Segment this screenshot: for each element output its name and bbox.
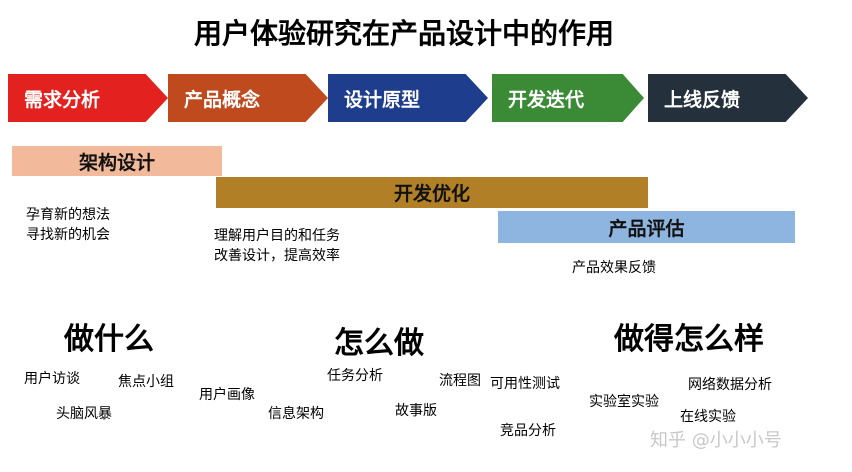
phase-label: 开发迭代 (508, 88, 585, 111)
note-middle: 理解用户目的和任务 改善设计，提高效率 (214, 226, 340, 266)
section-how: 怎么做 (334, 326, 424, 361)
note-line: 寻找新的机会 (26, 227, 110, 243)
bar-label: 架构设计 (78, 151, 155, 174)
method-web-analytics: 网络数据分析 (688, 377, 772, 393)
method-competitive-analysis: 竞品分析 (500, 423, 556, 439)
method-lab-experiment: 实验室实验 (589, 394, 659, 410)
method-task-analysis: 任务分析 (327, 368, 383, 384)
method-storyboard: 故事版 (395, 403, 437, 419)
bar-evaluation: 产品评估 (498, 211, 795, 243)
method-brainstorm: 头脑风暴 (56, 406, 112, 422)
phase-concept: 产品概念 (168, 74, 328, 122)
bar-label: 产品评估 (608, 217, 685, 240)
method-usability-test: 可用性测试 (490, 376, 560, 392)
bar-label: 开发优化 (393, 183, 470, 205)
note-line: 孕育新的想法 (26, 207, 110, 223)
section-how-well: 做得怎么样 (614, 322, 764, 357)
method-online-experiment: 在线实验 (680, 409, 736, 425)
phase-development: 开发迭代 (492, 74, 644, 122)
method-info-architecture: 信息架构 (268, 406, 324, 422)
method-user-interview: 用户访谈 (24, 371, 80, 387)
method-persona: 用户画像 (199, 387, 255, 403)
phase-label: 上线反馈 (664, 88, 741, 111)
phase-launch: 上线反馈 (648, 74, 808, 122)
note-right: 产品效果反馈 (572, 260, 656, 276)
bar-architecture: 架构设计 (12, 146, 222, 176)
note-line: 理解用户目的和任务 (214, 228, 340, 244)
phase-label: 设计原型 (344, 88, 421, 111)
section-what: 做什么 (64, 322, 154, 357)
note-line: 改善设计，提高效率 (214, 248, 340, 264)
phase-prototype: 设计原型 (328, 74, 488, 122)
bar-optimization: 开发优化 (216, 177, 648, 208)
note-left: 孕育新的想法 寻找新的机会 (26, 205, 110, 245)
method-focus-group: 焦点小组 (118, 374, 174, 390)
method-flowchart: 流程图 (439, 373, 481, 389)
phase-label: 产品概念 (184, 88, 261, 111)
phase-label: 需求分析 (24, 88, 101, 111)
diagram-title: 用户体验研究在产品设计中的作用 (193, 17, 614, 50)
watermark: 知乎 @小小小号 (650, 430, 782, 451)
phase-requirements: 需求分析 (8, 74, 168, 122)
